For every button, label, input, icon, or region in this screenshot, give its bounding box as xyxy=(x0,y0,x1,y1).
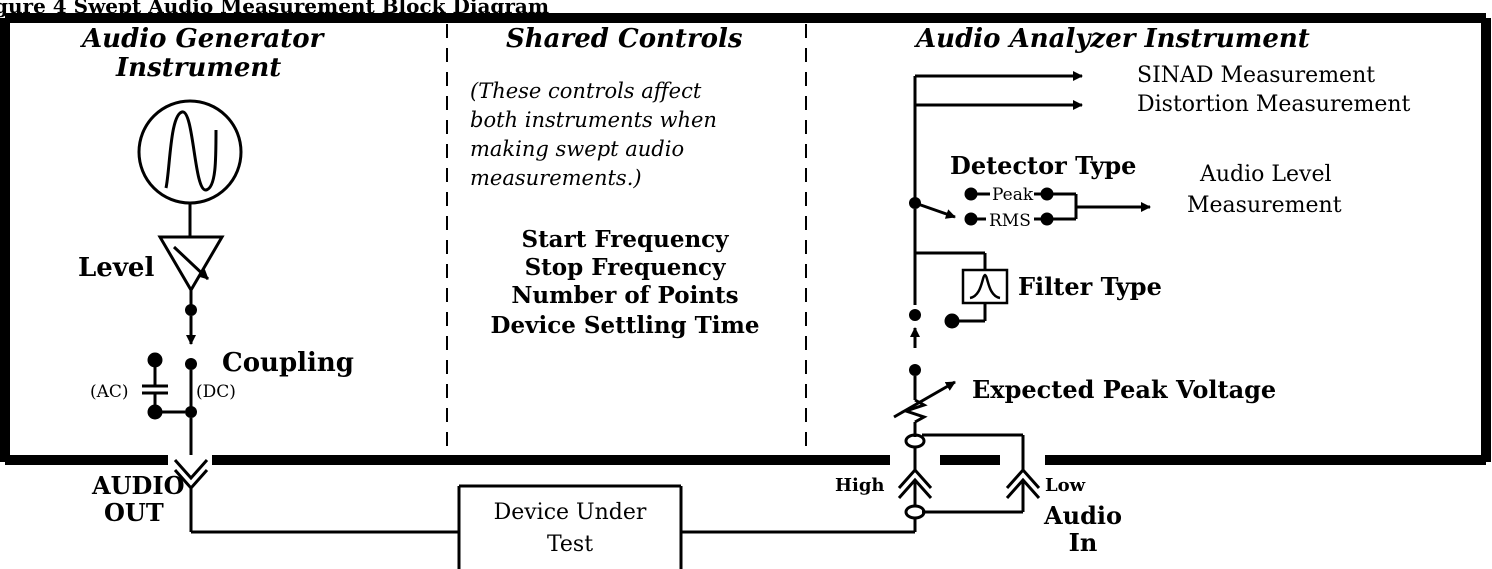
level-label: Level xyxy=(78,253,154,283)
audio-level-label-line2: Measurement xyxy=(1187,193,1342,218)
detector-type-title: Detector Type xyxy=(950,151,1136,180)
shared-note-line3: making swept audio xyxy=(470,137,684,161)
rms-label: RMS xyxy=(989,211,1031,231)
shared-control-stop-frequency: Stop Frequency xyxy=(525,254,727,281)
filter-path xyxy=(915,251,987,329)
generator-title-line2: Instrument xyxy=(115,53,281,83)
shared-section: Shared Controls (These controls affect b… xyxy=(470,24,759,339)
analyzer-title: Audio Analyzer Instrument xyxy=(913,24,1310,54)
filter-type-label: Filter Type xyxy=(1018,272,1162,301)
variable-amplifier-icon xyxy=(157,235,225,293)
shared-note-line2: both instruments when xyxy=(470,108,717,132)
high-connector-icon xyxy=(897,460,1023,532)
shared-note-line1: (These controls affect xyxy=(470,79,702,103)
instrument-frame xyxy=(0,13,1491,465)
variable-attenuator-icon xyxy=(893,380,956,424)
distortion-label: Distortion Measurement xyxy=(1137,92,1411,117)
analyzer-section: Audio Analyzer Instrument SINAD Measurem… xyxy=(893,24,1411,460)
low-connector-icon xyxy=(1005,460,1041,512)
audio-out-label-line1: AUDIO xyxy=(91,471,185,500)
peak-label: Peak xyxy=(992,185,1034,205)
coupling-label: Coupling xyxy=(222,348,354,378)
shared-control-device-settling-time: Device Settling Time xyxy=(491,312,760,339)
sinad-label: SINAD Measurement xyxy=(1137,63,1375,88)
audio-in-label-line1: Audio xyxy=(1043,501,1122,530)
capacitor-icon xyxy=(142,352,185,420)
ac-label: (AC) xyxy=(90,382,129,402)
audio-out-label-line2: OUT xyxy=(104,498,164,527)
dut-label-line2: Test xyxy=(547,532,593,557)
generator-title-line1: Audio Generator xyxy=(79,24,326,54)
shared-control-start-frequency: Start Frequency xyxy=(521,226,729,253)
low-label: Low xyxy=(1045,475,1086,496)
audio-in-label-line2: In xyxy=(1069,528,1098,557)
high-label: High xyxy=(835,475,885,496)
audio-out-connector-icon xyxy=(173,459,209,532)
shared-control-number-of-points: Number of Points xyxy=(511,282,738,309)
expected-peak-voltage-label: Expected Peak Voltage xyxy=(972,375,1276,404)
input-wiring xyxy=(904,422,1025,460)
shared-note-line4: measurements.) xyxy=(470,166,642,190)
sine-oscillator-icon xyxy=(137,99,243,205)
shared-title: Shared Controls xyxy=(506,24,743,54)
detector-switch xyxy=(964,187,1151,226)
device-under-test-box xyxy=(457,484,683,569)
generator-section: Audio Generator Instrument Level Couplin… xyxy=(78,24,354,455)
dut-label-line1: Device Under xyxy=(494,500,647,525)
filter-icon xyxy=(961,268,1009,305)
dc-label: (DC) xyxy=(196,382,236,402)
audio-level-label-line1: Audio Level xyxy=(1199,162,1332,187)
